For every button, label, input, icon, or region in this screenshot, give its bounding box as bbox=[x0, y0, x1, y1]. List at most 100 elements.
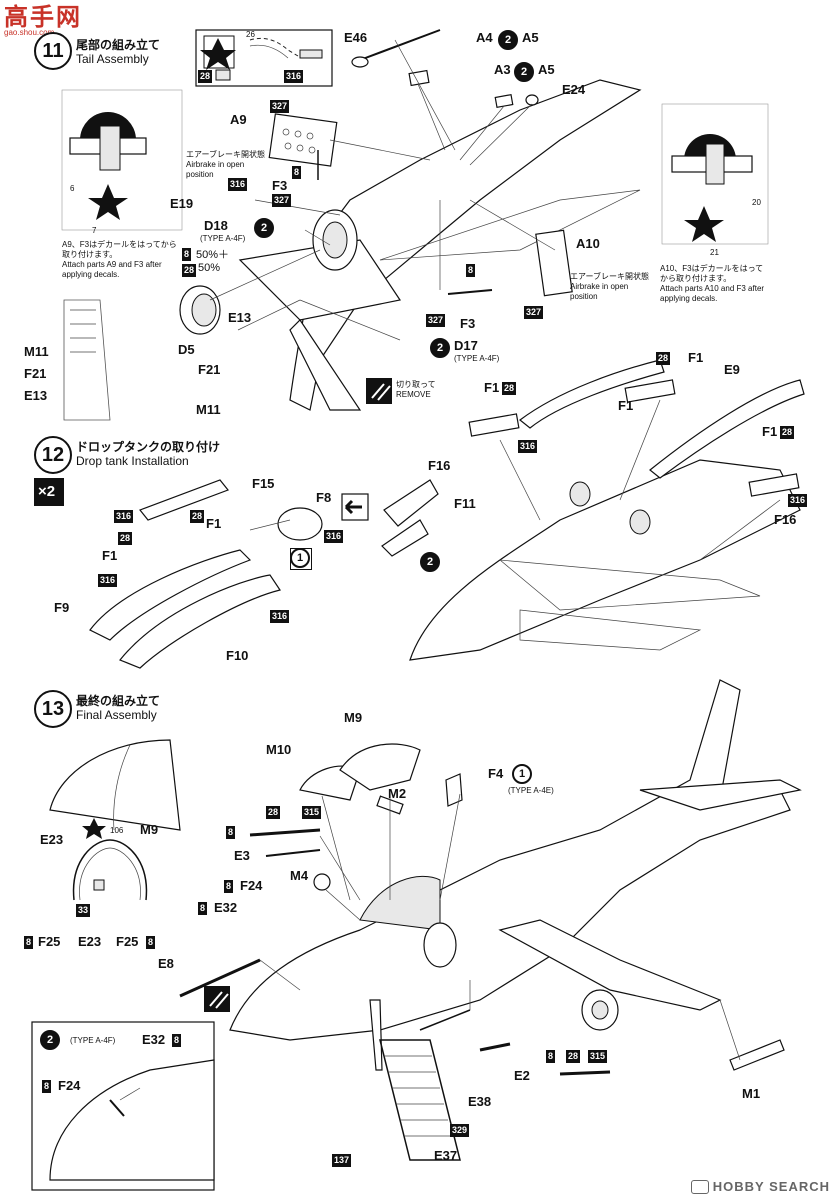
decal-21: 21 bbox=[710, 248, 719, 257]
qty-x2: ×2 bbox=[38, 483, 56, 500]
type-2-icon: 2 bbox=[430, 338, 450, 358]
paint-28-mix: 28 bbox=[182, 264, 197, 277]
paint-316-b: 316 bbox=[228, 178, 248, 191]
part-d5: D5 bbox=[178, 342, 195, 357]
decal-106: 106 bbox=[110, 826, 124, 835]
canopy-inset-m9 bbox=[49, 739, 181, 831]
drop-tank-right1 bbox=[519, 359, 665, 429]
tailplane-shape bbox=[639, 779, 802, 811]
part-f4: F4 bbox=[488, 766, 504, 781]
paint-28-p5: 28 bbox=[780, 426, 795, 439]
part-e3: E3 bbox=[234, 848, 250, 863]
part-m4: M4 bbox=[290, 868, 309, 883]
type-2-icon: 2 bbox=[40, 1030, 60, 1050]
paint-316: 316 bbox=[284, 70, 304, 83]
inset-type: (TYPE A-4F) bbox=[70, 1036, 116, 1045]
airbrake-panel-a10 bbox=[535, 229, 573, 297]
part-d17: D17 bbox=[454, 338, 478, 353]
paint-8-c6: 8 bbox=[172, 1034, 182, 1047]
paint-8: 8 bbox=[292, 166, 302, 179]
logo-text: 高手网 bbox=[4, 3, 82, 31]
step-11-number: 11 bbox=[34, 32, 72, 70]
watermark-logo-icon bbox=[690, 1179, 709, 1194]
airbrake-panel-a9 bbox=[268, 113, 338, 167]
part-m11-side: M11 bbox=[24, 344, 49, 359]
part-f24: F24 bbox=[240, 878, 263, 893]
part-f9: F9 bbox=[54, 600, 70, 615]
paint-28-e2: 28 bbox=[566, 1050, 581, 1063]
step-13-title-en: Final Assembly bbox=[76, 708, 157, 722]
part-m9-b: M9 bbox=[140, 822, 159, 837]
part-e37: E37 bbox=[434, 1148, 458, 1163]
step-12-number: 12 bbox=[34, 436, 72, 474]
part-a5-b: A5 bbox=[538, 62, 555, 77]
aircraft-underside-shape bbox=[409, 459, 801, 661]
part-a4: A4 bbox=[476, 30, 493, 45]
part-f3-right: F3 bbox=[460, 316, 476, 331]
paint-137: 137 bbox=[332, 1154, 352, 1167]
paint-8-c3: 8 bbox=[198, 902, 208, 915]
paint-316-p5: 316 bbox=[518, 440, 538, 453]
part-e23-b: E23 bbox=[78, 934, 102, 949]
decal-26: 26 bbox=[246, 30, 255, 39]
part-m9: M9 bbox=[344, 710, 363, 725]
part-f15: F15 bbox=[252, 476, 275, 491]
step-12-title-en: Drop tank Installation bbox=[76, 454, 189, 468]
decal-6: 6 bbox=[70, 184, 75, 193]
part-e8: E8 bbox=[158, 956, 174, 971]
part-e24: E24 bbox=[562, 82, 586, 97]
drop-tank-f10 bbox=[119, 574, 281, 669]
paint-8-c1: 8 bbox=[226, 826, 236, 839]
part-m1: M1 bbox=[742, 1086, 761, 1101]
paint-316-p2: 316 bbox=[98, 574, 118, 587]
paint-28-c1: 28 bbox=[266, 806, 281, 819]
type-2-icon: 2 bbox=[498, 30, 518, 50]
paint-33: 33 bbox=[76, 904, 91, 917]
step-11-title-jp: 尾部の組み立て bbox=[76, 38, 161, 52]
part-f1-e: F1 bbox=[618, 398, 634, 413]
paint-28-p1: 28 bbox=[190, 510, 205, 523]
paint-327-d: 327 bbox=[524, 306, 544, 319]
paint-8-c2: 8 bbox=[224, 880, 234, 893]
part-f25-b: F25 bbox=[116, 934, 139, 949]
part-a10: A10 bbox=[576, 236, 600, 251]
paint-329: 329 bbox=[450, 1124, 470, 1137]
d17-type: (TYPE A-4F) bbox=[454, 354, 500, 363]
watermark-text: HOBBY SEARCH bbox=[712, 1179, 830, 1194]
type-2-icon: 2 bbox=[254, 218, 274, 238]
part-f16-b: F16 bbox=[774, 512, 797, 527]
aircraft-main-shape bbox=[229, 679, 791, 1041]
part-e13: E13 bbox=[228, 310, 252, 325]
part-f1-c: F1 bbox=[688, 350, 704, 365]
step-13-title-jp: 最終の組み立て bbox=[76, 694, 161, 708]
paint-28-p2: 28 bbox=[118, 532, 133, 545]
logo-url: gao.shou.com bbox=[4, 28, 55, 37]
part-f1-b: F1 bbox=[102, 548, 118, 563]
paint-316-p6: 316 bbox=[788, 494, 808, 507]
watermark: HOBBY SEARCH bbox=[690, 1179, 830, 1194]
paint-327-b: 327 bbox=[272, 194, 292, 207]
part-d18: D18 bbox=[204, 218, 228, 233]
decal-7: 7 bbox=[92, 226, 97, 235]
paint-8-c7: 8 bbox=[42, 1080, 52, 1093]
paint-28-p4: 28 bbox=[502, 382, 517, 395]
tank-nose-f8 bbox=[277, 507, 323, 541]
part-m11: M11 bbox=[196, 402, 221, 417]
cockpit-shape bbox=[359, 875, 441, 931]
part-a9: A9 bbox=[230, 112, 247, 127]
step-13-number: 13 bbox=[34, 690, 72, 728]
step-11-title-en: Tail Assembly bbox=[76, 52, 149, 66]
canopy-m9 bbox=[339, 743, 421, 791]
drop-tank-f9 bbox=[89, 549, 252, 641]
part-e46: E46 bbox=[344, 30, 368, 45]
paint-28-p3: 28 bbox=[656, 352, 671, 365]
part-f1-d: F1 bbox=[484, 380, 500, 395]
paint-315-c1: 315 bbox=[302, 806, 322, 819]
part-f24-b: F24 bbox=[58, 1078, 81, 1093]
part-e38: E38 bbox=[468, 1094, 492, 1109]
paint-8-c4: 8 bbox=[24, 936, 34, 949]
part-e2: E2 bbox=[514, 1068, 530, 1083]
mix-pct-2: 50% bbox=[198, 262, 221, 274]
part-a5: A5 bbox=[522, 30, 539, 45]
